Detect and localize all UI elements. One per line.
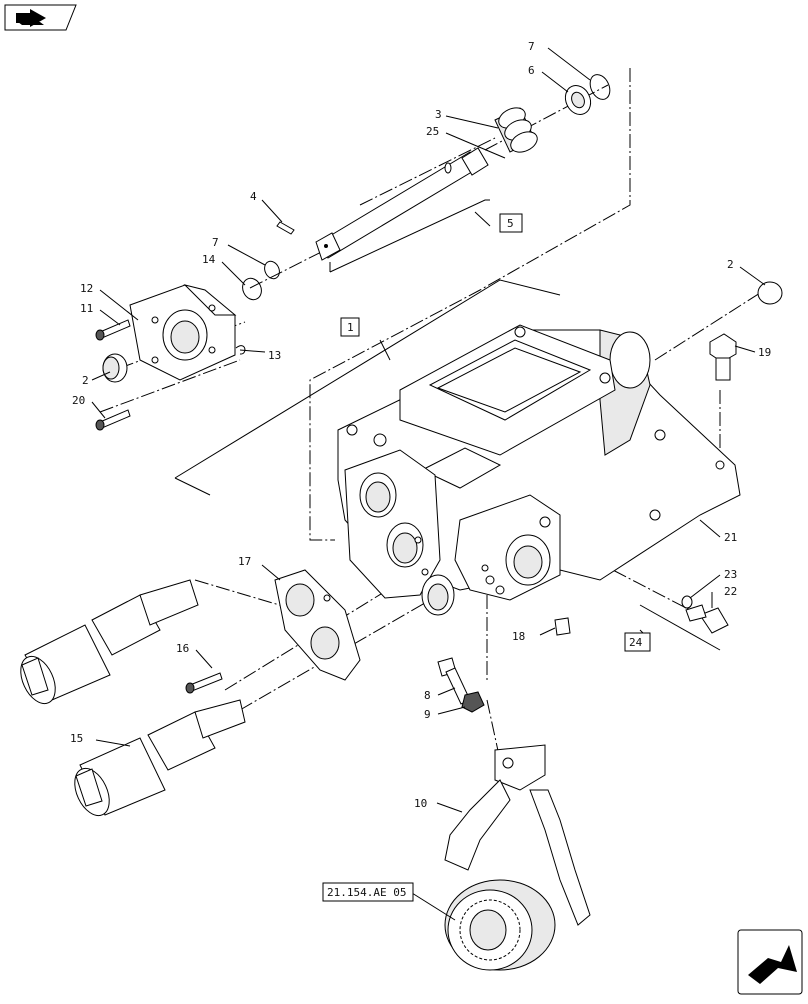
- callout-10[interactable]: 10: [414, 797, 427, 810]
- gear: [444, 879, 556, 971]
- lift-housing: [337, 324, 741, 616]
- bracket-lines: [174, 199, 721, 651]
- callout-15[interactable]: 15: [70, 732, 83, 745]
- cover-plate: [129, 284, 237, 381]
- back-arrow-icon[interactable]: [4, 4, 77, 31]
- forward-arrow-icon[interactable]: [737, 929, 803, 995]
- reference-label: 21.154.AE 05: [327, 886, 406, 899]
- callout-16[interactable]: 16: [176, 642, 189, 655]
- plug-left: [102, 353, 128, 383]
- callout-2-left[interactable]: 2: [82, 374, 89, 387]
- callout-9[interactable]: 9: [424, 708, 431, 721]
- plug-right: [757, 281, 783, 305]
- solenoid-valve-lower: [74, 699, 246, 817]
- spacer-ring: [564, 84, 592, 116]
- bolt-22: [685, 604, 729, 634]
- solenoid-valve-upper: [20, 579, 199, 705]
- callout-12[interactable]: 12: [80, 282, 93, 295]
- callout-14[interactable]: 14: [202, 253, 216, 266]
- shaft-assembly: [315, 147, 489, 261]
- svg-text:1: 1: [347, 321, 354, 334]
- callout-17[interactable]: 17: [238, 555, 251, 568]
- callout-box-24[interactable]: 24: [624, 632, 651, 652]
- callout-19[interactable]: 19: [758, 346, 771, 359]
- screw-11: [95, 319, 131, 341]
- svg-text:24: 24: [629, 636, 643, 649]
- callout-3[interactable]: 3: [435, 108, 442, 121]
- screw-16: [185, 672, 223, 694]
- snap-ring-left: [264, 260, 280, 280]
- callout-4[interactable]: 4: [250, 190, 257, 203]
- callout-13[interactable]: 13: [268, 349, 281, 362]
- svg-text:5: 5: [507, 217, 514, 230]
- callout-11[interactable]: 11: [80, 302, 93, 315]
- callout-box-5[interactable]: 5: [499, 213, 523, 233]
- shift-fork: [444, 744, 591, 926]
- nut-9: [461, 691, 485, 713]
- callout-7-top[interactable]: 7: [528, 40, 535, 53]
- callout-18[interactable]: 18: [512, 630, 525, 643]
- plug-18: [554, 617, 571, 636]
- callout-box-1[interactable]: 1: [340, 317, 360, 337]
- reference-box[interactable]: 21.154.AE 05: [322, 882, 414, 902]
- o-ring-23: [681, 595, 693, 609]
- callout-23[interactable]: 23: [724, 568, 737, 581]
- screw-20: [95, 409, 131, 431]
- callout-20[interactable]: 20: [72, 394, 85, 407]
- worm-gear: [494, 107, 538, 153]
- gasket: [274, 569, 361, 681]
- callout-21[interactable]: 21: [724, 531, 737, 544]
- callout-25[interactable]: 25: [426, 125, 439, 138]
- callout-8[interactable]: 8: [424, 689, 431, 702]
- callout-6[interactable]: 6: [528, 64, 535, 77]
- pin: [276, 221, 295, 235]
- callout-labels: 7 6 3 25 4 7 14 12 11 2 20 13 2 19 21 23…: [70, 40, 771, 810]
- o-ring: [242, 277, 262, 301]
- callout-22[interactable]: 22: [724, 585, 737, 598]
- bolt-19: [709, 333, 737, 381]
- snap-ring-top: [589, 74, 611, 100]
- callout-7-left[interactable]: 7: [212, 236, 219, 249]
- spring-clip: [235, 345, 246, 355]
- callout-2-right[interactable]: 2: [727, 258, 734, 271]
- bolt-8: [437, 657, 471, 705]
